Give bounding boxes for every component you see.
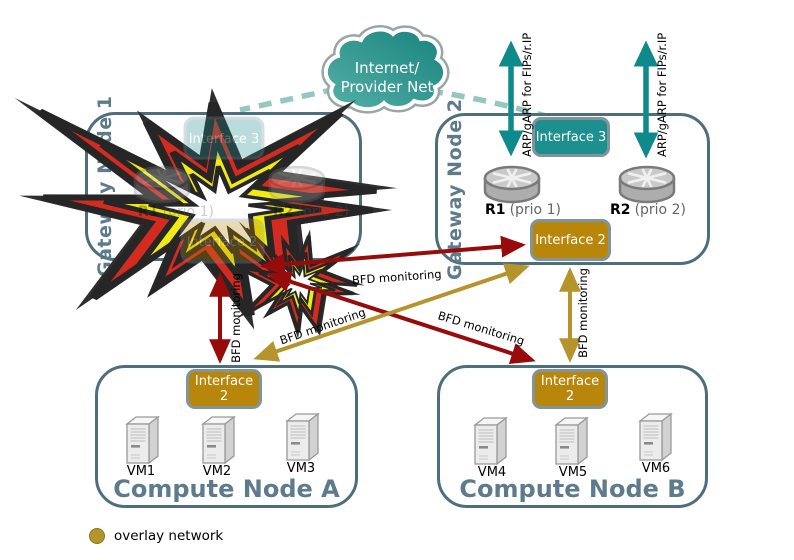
vm4-label: VM4: [477, 465, 507, 480]
compute-node-a: Interface 2 VM1 VM2 VM3 Compute Node A: [95, 365, 358, 508]
compute-node-a-title: Compute Node A: [113, 475, 340, 503]
overlay-network-dot-icon: [89, 528, 105, 544]
compute-b-interface2-box: Interface 2: [532, 369, 608, 409]
compute-node-b-title: Compute Node B: [459, 475, 686, 503]
gateway-node-1: Gateway Node 1: [85, 95, 362, 278]
bfd-label-red-diagonal: BFD monitoring: [436, 308, 526, 348]
gateway2-interface3-box: Interface 3: [532, 117, 610, 157]
bfd-label-gold-diagonal: BFD monitoring: [278, 305, 367, 347]
gateway-node-1-title: Gateway Node 1: [94, 95, 116, 278]
bfd-label-left-vertical: BFD monitoring: [229, 273, 243, 363]
gateway-node-2-title: Gateway Node 2: [444, 98, 466, 280]
gateway2-interface2-label: Interface 2: [535, 232, 606, 248]
router-r1-label: R1(prio 1): [485, 202, 561, 218]
legend-overlay-label: overlay network: [114, 528, 224, 544]
vm2-label: VM2: [202, 464, 232, 479]
vm3-label: VM3: [286, 461, 316, 476]
bfd-label-right-vertical: BFD monitoring: [576, 268, 590, 358]
compute-b-interface2-label: Interface 2: [540, 374, 600, 404]
legend: overlay network: [89, 528, 223, 544]
compute-node-b: Interface 2 VM4 VM5 VM6 Compute Node B: [437, 365, 708, 508]
compute-a-interface2-box: Interface 2: [186, 369, 262, 409]
router-r2-label: R2(prio 2): [610, 202, 686, 218]
compute-a-interface2-label: Interface 2: [194, 374, 254, 404]
gateway2-interface3-label: Interface 3: [535, 129, 607, 145]
bfd-label-horizontal: BFD monitoring: [351, 267, 442, 287]
vm1-label: VM1: [126, 464, 156, 479]
vm6-label: VM6: [641, 461, 671, 476]
bfd-arrow-gw1-compute-b: [266, 271, 536, 364]
bfd-arrow-compute-a-gw2: [253, 263, 530, 362]
vm5-label: VM5: [558, 465, 588, 480]
gateway2-interface2-box: Interface 2: [530, 219, 611, 261]
cloud-label-line1: Internet/: [355, 59, 421, 77]
gateway-node-2: Gateway Node 2 Interface 3 R1(prio 1) R2…: [435, 98, 710, 280]
dashed-link-gateway1: [239, 86, 337, 113]
cloud-icon: Internet/ Provider Net: [321, 24, 450, 114]
cloud-label-line2: Provider Net: [341, 78, 434, 96]
